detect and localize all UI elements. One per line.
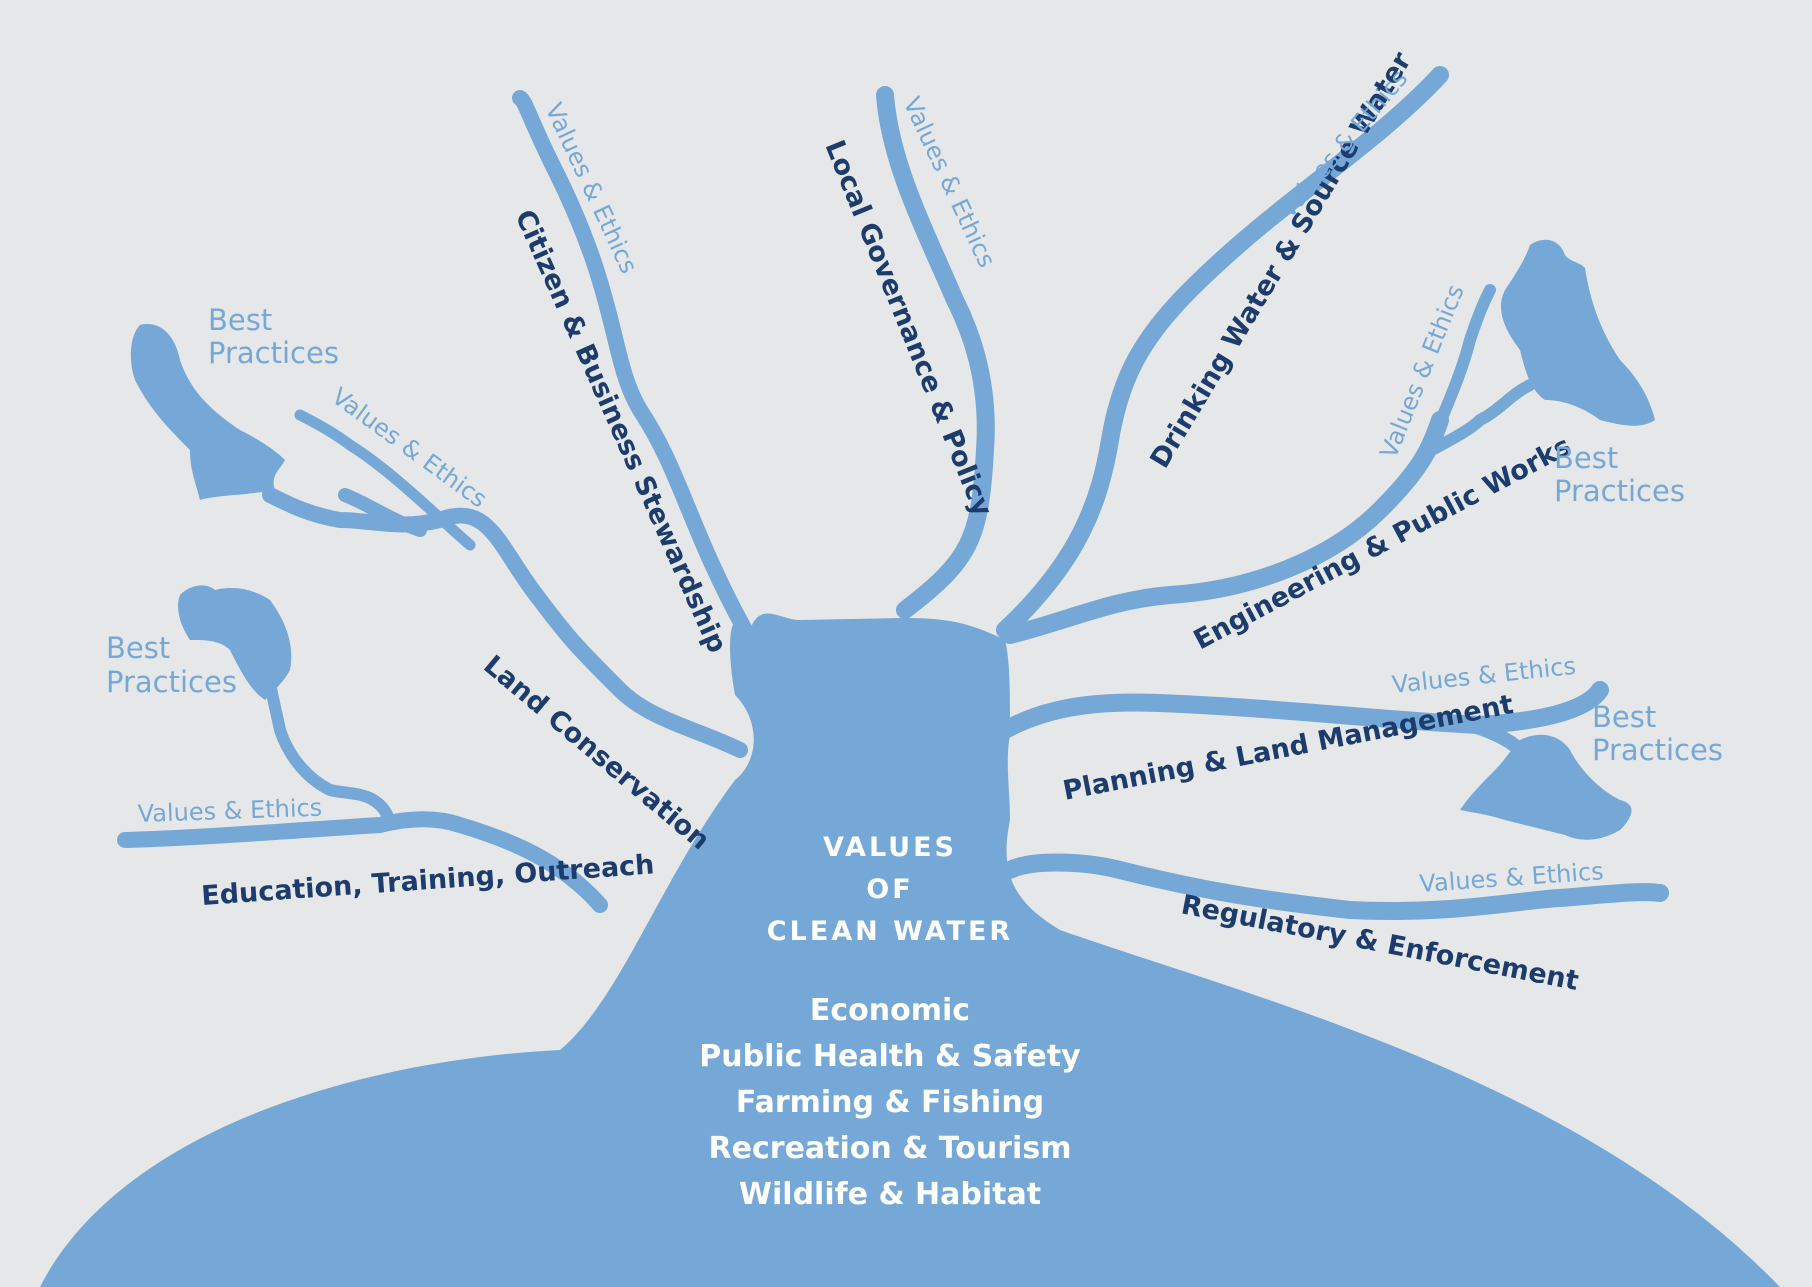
river-drinking-water: [996, 66, 1449, 639]
river-education-bp: [264, 669, 396, 828]
bp-label-middle-left-line-2: Practices: [106, 665, 237, 699]
bp-label-top-right-line-1: Best: [1554, 441, 1618, 475]
bp-label-right-line-2: Practices: [1592, 733, 1723, 767]
center-value-economic: Economic: [810, 993, 970, 1028]
river-land-conservation: [262, 487, 748, 758]
bp-label-top-left-line-1: Best: [208, 303, 272, 337]
river-branches: [117, 66, 1669, 921]
river-education: [117, 811, 608, 913]
lake-right: [1460, 734, 1632, 840]
river-engineering: [1001, 411, 1449, 644]
ve-label-education: Values & Ethics: [137, 794, 322, 828]
river-engineering-bp: [1426, 379, 1536, 456]
center-value-farming: Farming & Fishing: [736, 1085, 1044, 1120]
river-engineering-ve: [1419, 284, 1496, 466]
bp-label-middle-left-line-1: Best: [106, 631, 170, 665]
center-value-recreation: Recreation & Tourism: [709, 1131, 1072, 1166]
river-land-conservation-inner: [338, 488, 427, 537]
bp-label-top-left-line-2: Practices: [208, 336, 339, 370]
river-land-conservation-ve: [294, 409, 476, 551]
river-citizen-stewardship: [512, 90, 753, 638]
best-practices-labels: Best Practices Best Practices Best Pract…: [106, 303, 1723, 767]
center-text: VALUES OF CLEAN WATER Economic Public He…: [699, 832, 1081, 1212]
center-title-line-1: VALUES: [823, 832, 957, 863]
river-local-governance: [876, 86, 995, 619]
center-title-line-3: CLEAN WATER: [767, 916, 1013, 947]
river-planning: [996, 681, 1609, 739]
center-value-health: Public Health & Safety: [699, 1039, 1081, 1074]
central-water-body: [40, 613, 1780, 1287]
lake-top-left: [130, 324, 285, 500]
lake-top-right: [1500, 239, 1655, 426]
center-title-line-2: OF: [866, 874, 913, 905]
bp-label-top-right-line-2: Practices: [1554, 474, 1685, 508]
river-regulatory: [1001, 853, 1669, 921]
lake-middle-left: [178, 585, 292, 700]
center-value-wildlife: Wildlife & Habitat: [739, 1177, 1041, 1212]
bp-label-right-line-1: Best: [1592, 700, 1656, 734]
